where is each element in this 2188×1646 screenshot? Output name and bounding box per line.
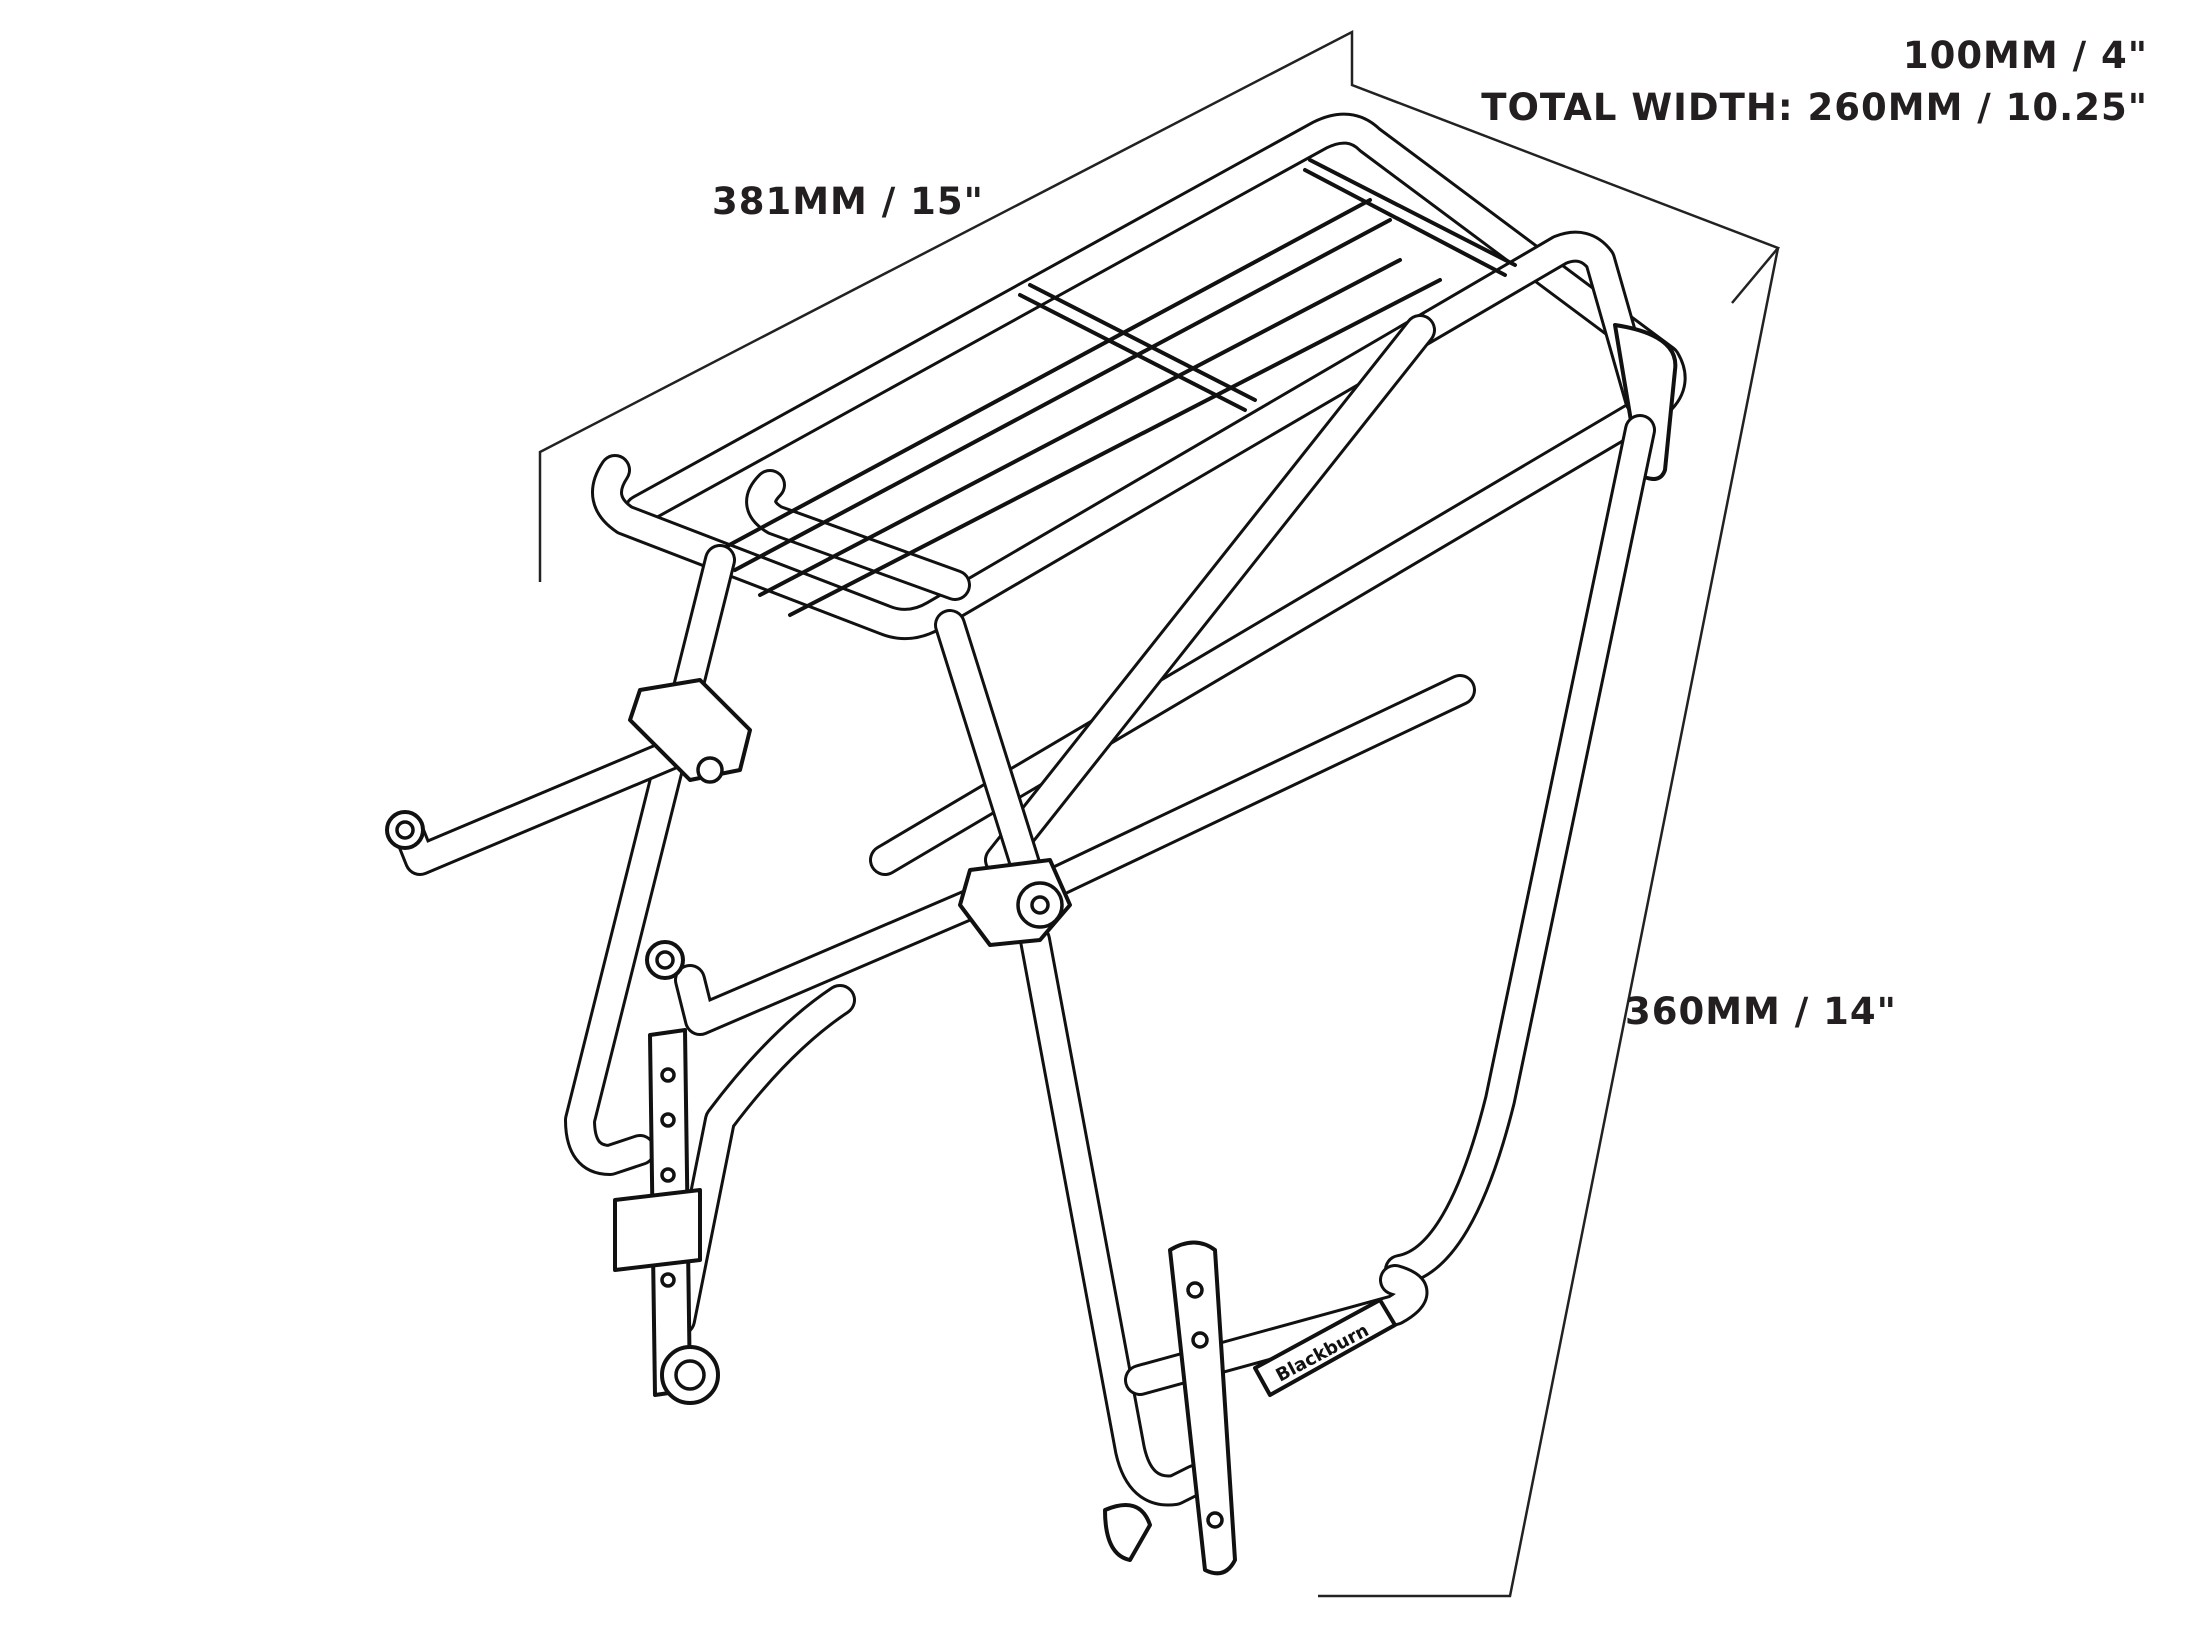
- total-width-dimension: TOTAL WIDTH: 260MM / 10.25": [1481, 86, 2148, 129]
- rack-platform: [591, 112, 1687, 876]
- height-dimension: 360MM / 14": [1625, 990, 1897, 1033]
- rack-arms: [394, 674, 1476, 1396]
- rack-hardware: Blackburn: [385, 678, 1397, 1576]
- length-dimension: 381MM / 15": [712, 180, 984, 223]
- top-dimension-label: 100MM / 4" TOTAL WIDTH: 260MM / 10.25": [1481, 30, 2148, 134]
- rack-struts: [564, 314, 1656, 1507]
- depth-dimension: 100MM / 4": [1902, 34, 2148, 77]
- dimension-lines: [538, 29, 1781, 1598]
